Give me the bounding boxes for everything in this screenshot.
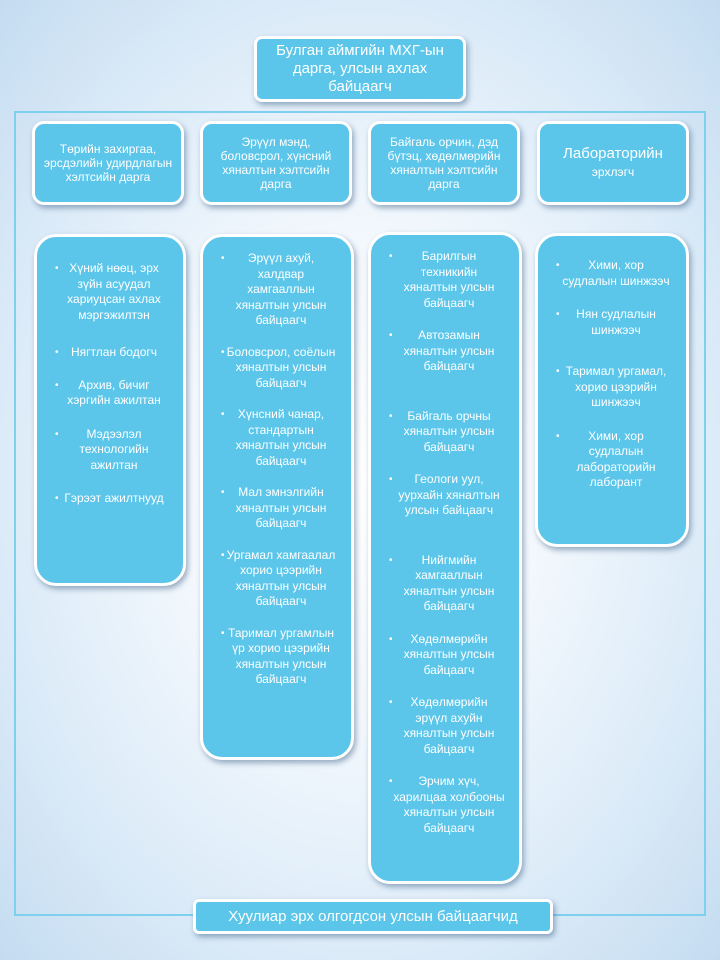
head-box-health-education: Эрүүл мэнд, боловсрол, хүнсний хяналтын … — [200, 121, 352, 205]
head-box-text: Эрүүл мэнд, боловсрол, хүнсний хяналтын … — [220, 135, 332, 191]
head-box-text: Байгаль орчин, дэд бүтэц, хөдөлмөрийн хя… — [387, 135, 501, 191]
list-item: Мал эмнэлгийн хяналтын улсын байцаагч — [211, 485, 343, 532]
column-administration: Хүний нөөц, эрх зүйн асуудал хариуцсан а… — [34, 234, 186, 586]
list-item: Гэрээт ажилтнууд — [45, 491, 175, 507]
head-box-lab-subtitle: эрхлэгч — [591, 165, 635, 179]
column-laboratory: Хими, хор судлалын шинжээч Нян судлалын … — [535, 233, 689, 547]
list-item: Нягтлан бодогч — [45, 345, 175, 361]
top-box-text: Булган аймгийн МХГ-ын дарга, улсын ахлах… — [276, 42, 444, 95]
bottom-box-authorized-inspectors: Хуулиар эрх олгогдсон улсын байцаагчид — [193, 899, 553, 934]
column-list: Хүний нөөц, эрх зүйн асуудал хариуцсан а… — [45, 261, 175, 507]
list-item: Хөдөлмөрийн хяналтын улсын байцаагч — [379, 632, 511, 679]
column-list: Барилгын техникийн хяналтын улсын байцаа… — [379, 249, 511, 836]
column-health-education: Эрүүл ахуй, халдвар хамгааллын хяналтын … — [200, 234, 354, 760]
list-item: Автозамын хяналтын улсын байцаагч — [379, 328, 511, 375]
head-box-administration: Төрийн захиргаа, эрсдэлийн удирдлагын хэ… — [32, 121, 184, 205]
list-item: Боловсрол, соёлын хяналтын улсын байцааг… — [211, 345, 343, 392]
list-item: Байгаль орчны хяналтын улсын байцаагч — [379, 409, 511, 456]
frame-line-right — [704, 111, 706, 916]
list-item: Архив, бичиг хэргийн ажилтан — [45, 378, 175, 409]
list-item: Нян судлалын шинжээч — [546, 307, 678, 338]
list-item: Барилгын техникийн хяналтын улсын байцаа… — [379, 249, 511, 311]
column-list: Хими, хор судлалын шинжээч Нян судлалын … — [546, 258, 678, 491]
list-item: Хүний нөөц, эрх зүйн асуудал хариуцсан а… — [45, 261, 175, 323]
head-box-text: Төрийн захиргаа, эрсдэлийн удирдлагын хэ… — [43, 142, 173, 184]
head-box-laboratory: Лабораторийн эрхлэгч — [537, 121, 689, 205]
list-item: Эрүүл ахуй, халдвар хамгааллын хяналтын … — [211, 251, 343, 329]
column-environment-infrastructure: Барилгын техникийн хяналтын улсын байцаа… — [368, 232, 522, 884]
list-item: Таримал ургамал, хорио цээрийн шинжээч — [546, 364, 678, 411]
list-item: Эрчим хүч, харилцаа холбооны хяналтын ул… — [379, 774, 511, 836]
column-list: Эрүүл ахуй, халдвар хамгааллын хяналтын … — [211, 251, 343, 688]
bottom-box-text: Хуулиар эрх олгогдсон улсын байцаагчид — [228, 908, 518, 925]
list-item: Нийгмийн хамгааллын хяналтын улсын байца… — [379, 553, 511, 615]
list-item: Хүнсний чанар, стандартын хяналтын улсын… — [211, 407, 343, 469]
list-item: Хими, хор судлалын лабораторийн лаборант — [546, 429, 678, 491]
list-item: Хөдөлмөрийн эрүүл ахуйн хяналтын улсын б… — [379, 695, 511, 757]
top-box-director: Булган аймгийн МХГ-ын дарга, улсын ахлах… — [254, 36, 466, 102]
head-box-lab-title: Лабораторийн — [563, 145, 663, 162]
list-item: Мэдээлэл технологийн ажилтан — [45, 427, 175, 474]
frame-line-bottom-right — [552, 914, 706, 916]
frame-line-left — [14, 111, 16, 916]
list-item: Хими, хор судлалын шинжээч — [546, 258, 678, 289]
frame-line-bottom-left — [14, 914, 194, 916]
list-item: Геологи уул, уурхайн хяналтын улсын байц… — [379, 472, 511, 519]
list-item: Ургамал хамгаалал хорио цээрийн хяналтын… — [211, 548, 343, 610]
list-item: Таримал ургамлын үр хорио цээрийн хяналт… — [211, 626, 343, 688]
head-box-lab-text: Лабораторийн эрхлэгч — [563, 145, 663, 181]
head-box-environment-infrastructure: Байгаль орчин, дэд бүтэц, хөдөлмөрийн хя… — [368, 121, 520, 205]
frame-line-top — [14, 111, 706, 113]
